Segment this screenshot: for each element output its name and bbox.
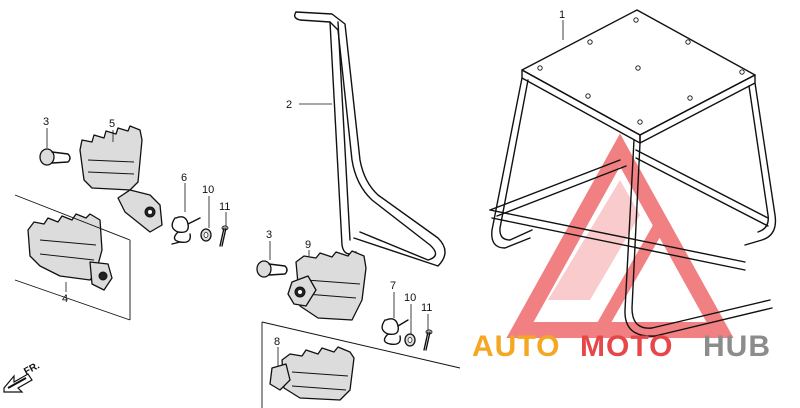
watermark-part-moto: MOTO <box>580 330 673 363</box>
bolt-part-lower <box>256 260 288 278</box>
leader-lines <box>46 20 564 366</box>
footpeg-part-bottom <box>269 346 355 401</box>
callout-10-lower: 10 <box>404 292 416 304</box>
callout-11-upper: 11 <box>219 201 230 213</box>
watermark-part-auto: AUTO <box>472 330 560 363</box>
footpeg-group-outline-left <box>14 194 131 321</box>
callout-7: 7 <box>390 280 396 292</box>
callout-6: 6 <box>181 172 187 184</box>
bolt-part-upper <box>39 148 71 166</box>
callout-5: 5 <box>109 118 115 130</box>
callout-1: 1 <box>559 9 565 21</box>
washer-part-lower <box>404 333 416 347</box>
callout-9: 9 <box>305 239 311 251</box>
spring-part-lower <box>381 318 409 346</box>
front-direction-indicator: FR. <box>3 360 42 393</box>
stand-part <box>489 9 777 337</box>
callout-11-lower: 11 <box>421 302 432 314</box>
callout-3-upper: 3 <box>43 116 49 128</box>
footpeg-group-outline-bottom <box>261 321 461 369</box>
footpeg-part-mid <box>287 250 367 321</box>
kickstand-part <box>293 11 446 267</box>
watermark-text: AUTO MOTO HUB <box>472 330 771 363</box>
watermark-part-hub: HUB <box>703 330 771 363</box>
footpeg-part-upper <box>79 125 163 233</box>
cotter-pin-part-lower <box>423 329 433 351</box>
callout-10-upper: 10 <box>202 184 214 196</box>
callout-8: 8 <box>274 336 280 348</box>
washer-part-upper <box>200 228 212 242</box>
callout-4: 4 <box>62 293 68 305</box>
arrow-left-icon <box>3 373 33 393</box>
callout-3-lower: 3 <box>266 229 272 241</box>
front-label: FR. <box>22 360 42 377</box>
cotter-pin-part-upper <box>219 225 229 247</box>
callout-labels: 1 2 3 5 6 10 11 4 3 9 7 10 11 8 <box>43 9 565 348</box>
footpeg-part-lower-left <box>27 213 113 291</box>
watermark-logo-icon <box>506 133 734 338</box>
spring-part-upper <box>171 216 201 245</box>
callout-2: 2 <box>286 99 292 111</box>
